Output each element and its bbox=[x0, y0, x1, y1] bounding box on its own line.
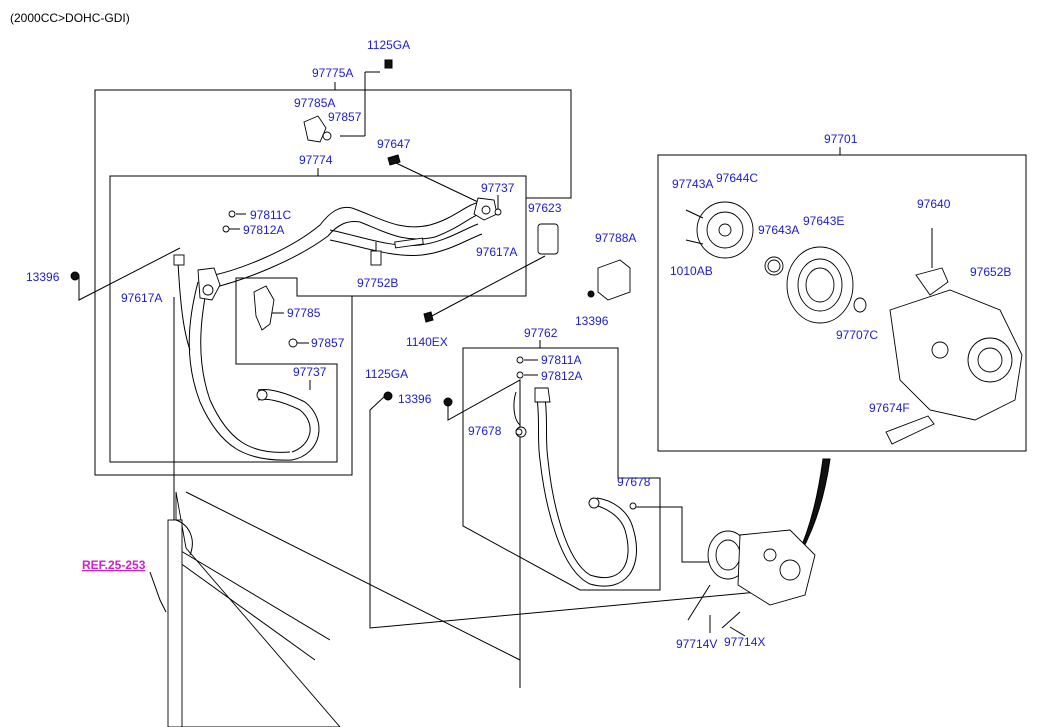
callout-97647[interactable]: 97647 bbox=[377, 137, 411, 151]
callout-97752b[interactable]: 97752B bbox=[357, 276, 398, 290]
callout-97643e[interactable]: 97643E bbox=[803, 214, 844, 228]
condenser-core bbox=[167, 491, 521, 727]
callout-97678-right[interactable]: 97678 bbox=[617, 475, 651, 489]
leader-line bbox=[729, 626, 746, 637]
callout-97762[interactable]: 97762 bbox=[524, 326, 558, 340]
callout-97737[interactable]: 97737 bbox=[481, 181, 515, 195]
callout-97714v[interactable]: 97714V bbox=[676, 637, 717, 651]
callout-97743a[interactable]: 97743A bbox=[672, 177, 713, 191]
callout-97707c[interactable]: 97707C bbox=[836, 328, 878, 342]
callout-97644c[interactable]: 97644C bbox=[716, 171, 758, 185]
callout-97774[interactable]: 97774 bbox=[299, 153, 333, 167]
group-frame-97774 bbox=[109, 175, 527, 463]
bracket-97785a bbox=[303, 115, 327, 143]
callout-97788a[interactable]: 97788A bbox=[595, 231, 636, 245]
callout-97857[interactable]: 97857 bbox=[328, 110, 362, 124]
callout-1125ga[interactable]: 1125GA bbox=[367, 38, 410, 52]
leader-line bbox=[427, 255, 546, 319]
callout-97643a[interactable]: 97643A bbox=[758, 223, 799, 237]
leader-line bbox=[395, 162, 479, 203]
leader-line bbox=[149, 571, 167, 613]
engine-variant-title: (2000CC>DOHC-GDI) bbox=[10, 11, 130, 25]
callout-1140ex[interactable]: 1140EX bbox=[406, 335, 448, 349]
callout-97701[interactable]: 97701 bbox=[824, 132, 858, 146]
callout-97617a[interactable]: 97617A bbox=[476, 245, 517, 259]
callout-1010ab[interactable]: 1010AB bbox=[670, 264, 713, 278]
callout-13396-mid[interactable]: 13396 bbox=[398, 392, 432, 406]
group-frame-97701 bbox=[657, 154, 1027, 452]
callout-97775a[interactable]: 97775A bbox=[312, 66, 353, 80]
callout-97812a[interactable]: 97812A bbox=[243, 223, 284, 237]
callout-97737-mid[interactable]: 97737 bbox=[293, 365, 327, 379]
group-frame-97762 bbox=[462, 347, 661, 591]
callout-13396-right[interactable]: 13396 bbox=[575, 314, 609, 328]
bracket-97785 bbox=[253, 285, 275, 331]
leader-line bbox=[78, 247, 181, 301]
callout-97785[interactable]: 97785 bbox=[287, 306, 321, 320]
discharge-hose-assembly bbox=[513, 387, 637, 587]
reference-link[interactable]: REF.25-253 bbox=[82, 558, 146, 572]
callout-13396[interactable]: 13396 bbox=[26, 270, 60, 284]
callout-97812a-low[interactable]: 97812A bbox=[541, 369, 582, 383]
callout-97674f[interactable]: 97674F bbox=[869, 401, 910, 415]
callout-1125ga-mid[interactable]: 1125GA bbox=[365, 367, 408, 381]
callout-97652b[interactable]: 97652B bbox=[970, 265, 1011, 279]
callout-97617a-left[interactable]: 97617A bbox=[121, 291, 162, 305]
leader-line bbox=[447, 379, 521, 688]
compressor-exploded bbox=[685, 201, 1023, 445]
callout-97678-left[interactable]: 97678 bbox=[468, 424, 502, 438]
callout-97811c[interactable]: 97811C bbox=[250, 208, 291, 222]
callout-97857-mid[interactable]: 97857 bbox=[311, 336, 345, 350]
fastener-group bbox=[70, 59, 741, 629]
leader-line bbox=[369, 395, 759, 629]
group-frame-97775a bbox=[94, 89, 572, 476]
suction-hose-assembly bbox=[173, 197, 498, 461]
compressor-main bbox=[707, 529, 816, 606]
callout-97640[interactable]: 97640 bbox=[917, 197, 951, 211]
callout-97623[interactable]: 97623 bbox=[528, 201, 562, 215]
callout-97714x[interactable]: 97714X bbox=[724, 635, 765, 649]
leader-line bbox=[632, 506, 712, 563]
callout-97811a[interactable]: 97811A bbox=[541, 353, 581, 367]
callout-97785a[interactable]: 97785A bbox=[294, 96, 335, 110]
